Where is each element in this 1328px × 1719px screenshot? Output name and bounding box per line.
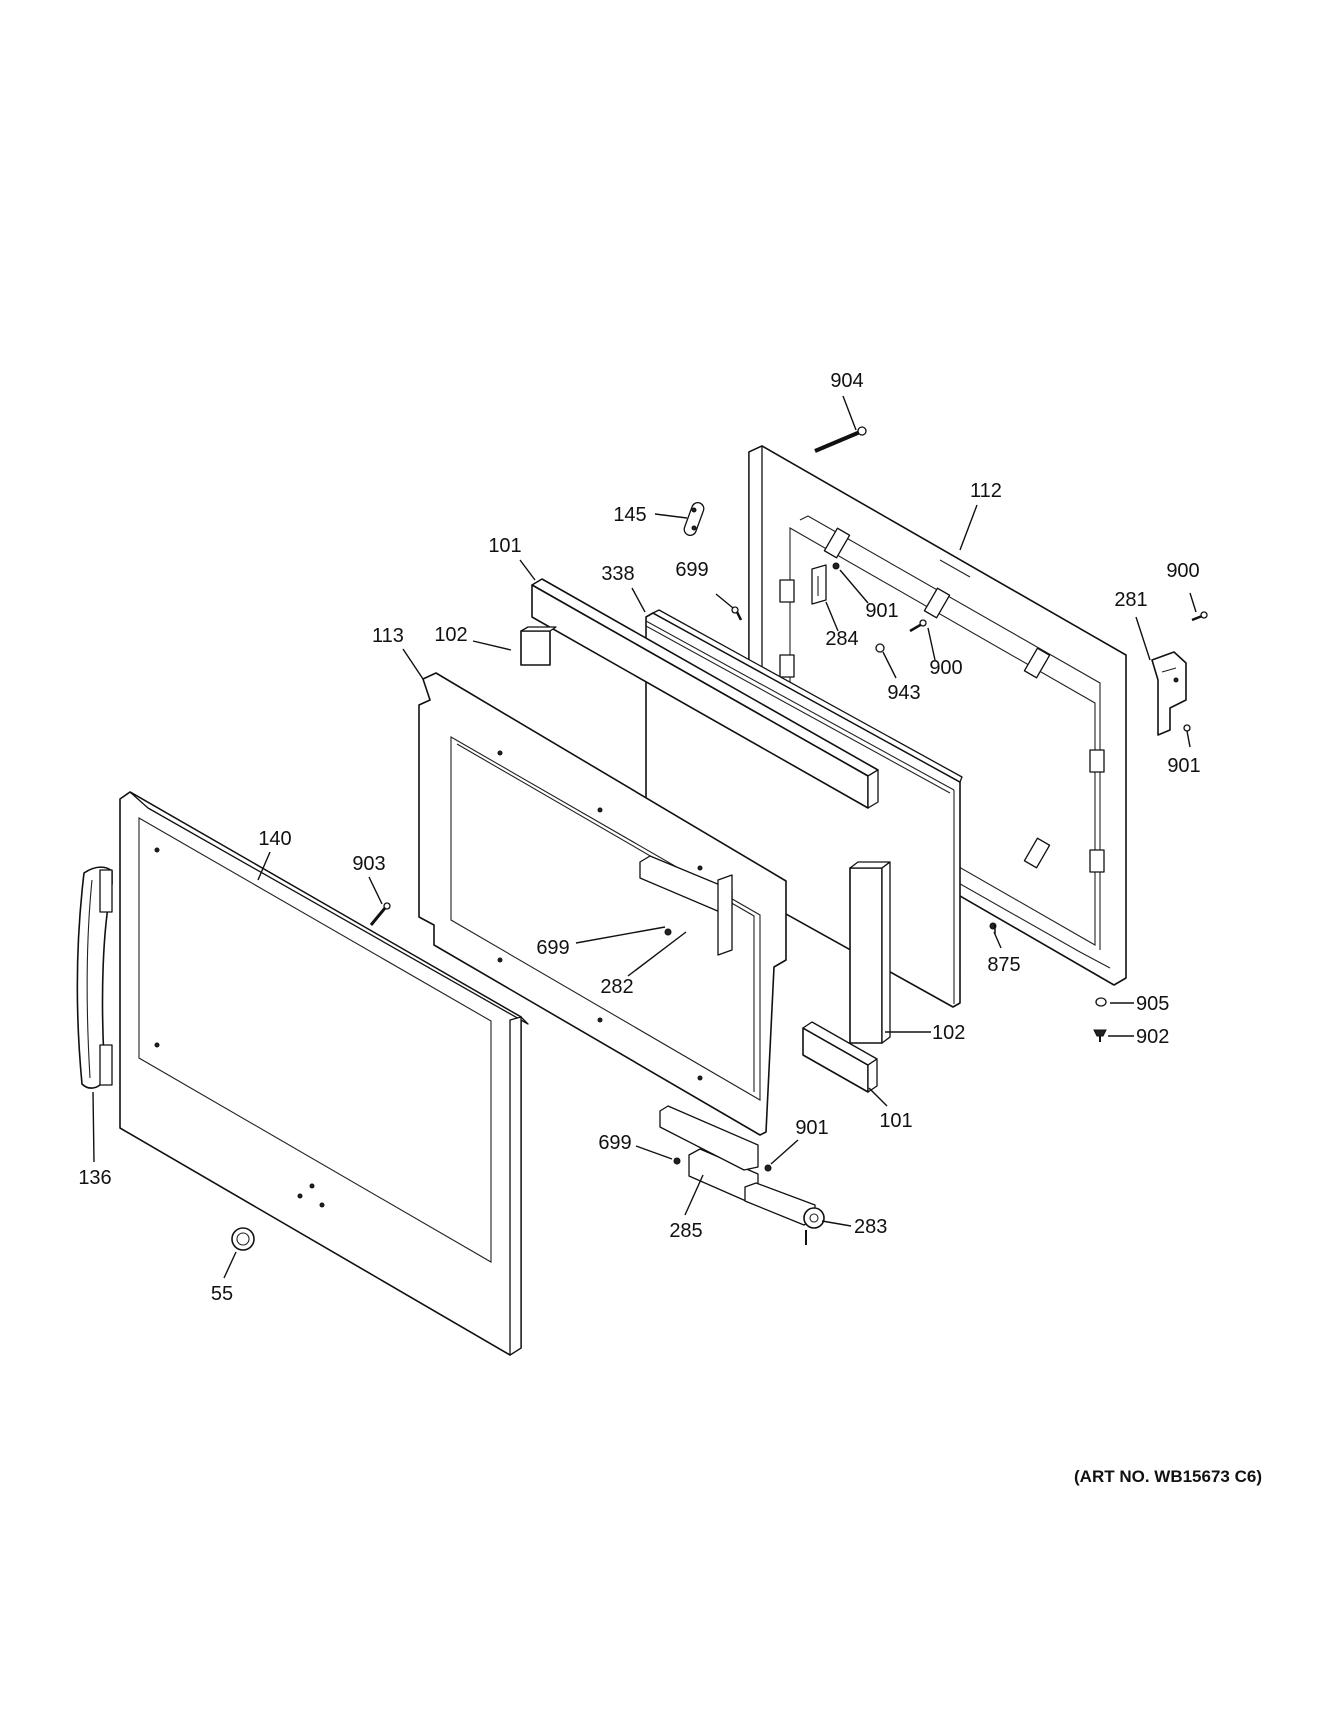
callout-101-bottom: 101 — [879, 1110, 912, 1132]
callout-112: 112 — [970, 480, 1002, 502]
part-699-screw-top — [731, 606, 743, 621]
part-281-hinge — [1151, 651, 1187, 736]
part-140-outer-door — [119, 791, 529, 1356]
callout-113: 113 — [372, 625, 404, 647]
callout-905: 905 — [1136, 993, 1169, 1015]
callout-902: 902 — [1136, 1026, 1169, 1048]
callout-901-right: 901 — [1167, 755, 1200, 777]
callout-281: 281 — [1114, 589, 1147, 611]
part-283-hinge — [744, 1182, 825, 1245]
callout-283: 283 — [854, 1216, 887, 1238]
callout-901-bottom: 901 — [795, 1117, 828, 1139]
callout-943: 943 — [887, 682, 920, 704]
part-904-screw — [814, 426, 867, 453]
callout-875: 875 — [987, 954, 1020, 976]
part-285-bracket — [659, 1105, 759, 1202]
callout-904: 904 — [830, 370, 863, 392]
callout-labels: 904 145 112 101 338 699 900 113 102 901 … — [78, 370, 1200, 1305]
art-number: (ART NO. WB15673 C6) — [1074, 1467, 1262, 1486]
part-284-bracket — [811, 564, 827, 605]
callout-900-frame: 900 — [929, 657, 962, 679]
part-101-102-insulation — [520, 578, 891, 1093]
callout-282: 282 — [600, 976, 633, 998]
callout-55: 55 — [211, 1283, 233, 1305]
callout-903: 903 — [352, 853, 385, 875]
part-145-bracket — [683, 502, 705, 536]
part-903-screw — [369, 902, 391, 926]
callout-102-top: 102 — [434, 624, 467, 646]
part-113-inner-liner — [418, 672, 787, 1136]
part-55-logo-badge — [231, 1227, 255, 1251]
part-136-handle — [76, 866, 113, 1089]
nut-and-screw-lower-right — [1093, 997, 1107, 1042]
callout-285: 285 — [669, 1220, 702, 1242]
bottom-small-screws — [673, 1157, 772, 1172]
callout-699-bottom: 699 — [598, 1132, 631, 1154]
callout-102-bottom: 102 — [932, 1022, 965, 1044]
callout-284: 284 — [825, 628, 858, 650]
callout-145: 145 — [613, 504, 646, 526]
callout-900-right: 900 — [1166, 560, 1199, 582]
leader-lines — [92, 395, 1197, 1279]
part-699-screw-mid — [664, 928, 672, 936]
callout-699-mid: 699 — [536, 937, 569, 959]
callout-136: 136 — [78, 1167, 111, 1189]
part-282-bracket — [639, 855, 733, 956]
callout-140: 140 — [258, 828, 291, 850]
callout-699-top: 699 — [675, 559, 708, 581]
callout-338: 338 — [601, 563, 634, 585]
small-hardware-near-frame — [832, 562, 997, 934]
callout-901-frame: 901 — [865, 600, 898, 622]
right-screws — [1183, 611, 1208, 732]
callout-101-top: 101 — [488, 535, 521, 557]
